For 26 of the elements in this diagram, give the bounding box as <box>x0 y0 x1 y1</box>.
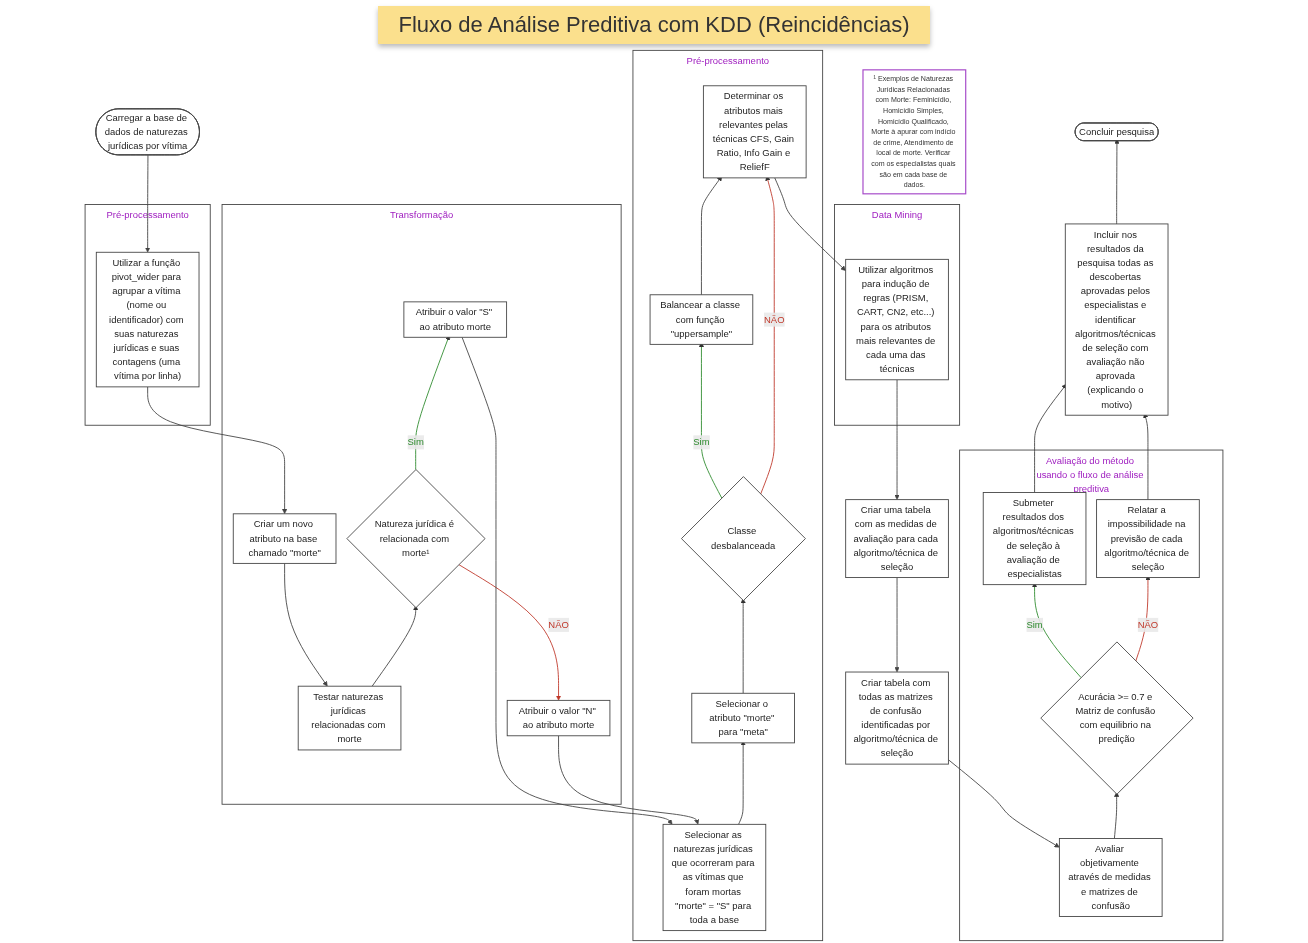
node-box: Balancear a classe com função "uppersample" <box>649 294 754 345</box>
node-box: Atribuir o valor "S" ao atributo morte <box>403 301 508 338</box>
node-box: Testar naturezas jurídicas relacionadas com morte <box>297 685 402 751</box>
node-box: Atribuir o valor "N" ao atributo morte <box>506 699 611 737</box>
node-box: Criar uma tabela com as medidas de avaliação para cada algoritmo/técnica de seleção <box>845 499 949 578</box>
node-box: Selecionar as naturezas jurídicas que ocorreram para as vítimas que foram mortas "morte" = "S" para toda a base <box>662 823 767 932</box>
node-box: Selecionar o atributo "morte" para "meta" <box>691 692 795 744</box>
node-box: Criar um novo atributo na base chamado "morte" <box>232 513 337 564</box>
node-diamond: Natureza jurídica é relacionada com morte¹ <box>346 469 486 609</box>
edge-label: NÃO <box>764 314 785 325</box>
node-box: Relatar a impossibilidade na previsão de cada algoritmo/técnica de seleção <box>1096 499 1200 578</box>
node-box: Determinar os atributos mais relevantes pelas técnicas CFS, Gain Ratio, Info Gain e ReliefF <box>702 85 807 179</box>
title-note: Fluxo de Análise Preditiva com KDD (Reincidências) <box>378 6 930 44</box>
edge-label: Sim <box>693 437 710 448</box>
node-box: Utilizar algoritmos para indução de regras (PRISM, CART, CN2, etc...) para os atributos mais relevantes de cada uma das técnicas <box>845 258 949 381</box>
node-box: Submeter resultados dos algoritmos/técnicas de seleção à avaliação de especialistas <box>982 492 1087 586</box>
edge-label: NÃO <box>548 619 569 630</box>
node-box: Incluir nos resultados da pesquisa todas as descobertas aprovadas pelos especialistas e identificar algoritmos/técnicas de seleção com avaliação não aprovada (explicando o motivo) <box>1064 223 1169 416</box>
node-box: Utilizar a função pivot_wider para agrupar a vítima (nome ou identificador) com suas naturezas jurídicas e suas contagens (uma vítima por linha) <box>95 251 200 388</box>
node-diamond: Classe desbalanceada <box>681 476 806 602</box>
node-diamond: Acurácia >= 0.7 e Matriz de confusão com equilibrio na predição <box>1040 641 1194 795</box>
node-box: Avaliar objetivamente através de medidas e matrizes de confusão <box>1058 838 1163 917</box>
edge-label: Sim <box>407 437 424 448</box>
edge-label: NÃO <box>1137 619 1159 630</box>
node-box: Criar tabela com todas as matrizes de confusão identificadas por algoritmo/técnica de seleção <box>845 671 949 765</box>
edge-label: Sim <box>1026 619 1043 630</box>
